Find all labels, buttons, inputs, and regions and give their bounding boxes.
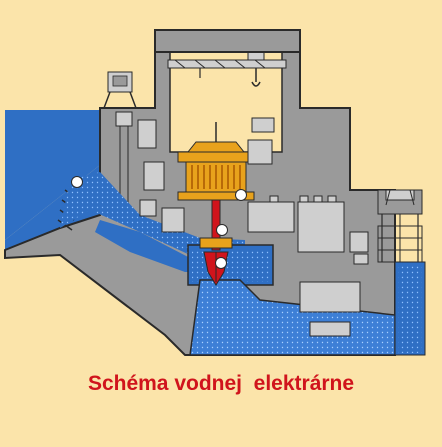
power-plant-cross-section [4, 29, 426, 356]
tailwater [394, 261, 426, 356]
gantry-crane-icon [377, 189, 423, 262]
equipment-rooms [137, 117, 369, 337]
diagram-caption: Schéma vodnej elektrárne [87, 372, 355, 395]
intake-crane-icon [103, 71, 137, 215]
spiral-case [187, 244, 274, 286]
generator-icon [177, 122, 255, 201]
right-building-top [299, 195, 337, 203]
hall-roof [154, 29, 301, 53]
machine-hall [169, 51, 283, 153]
marker-points [71, 176, 247, 269]
gate-icon [377, 225, 423, 263]
